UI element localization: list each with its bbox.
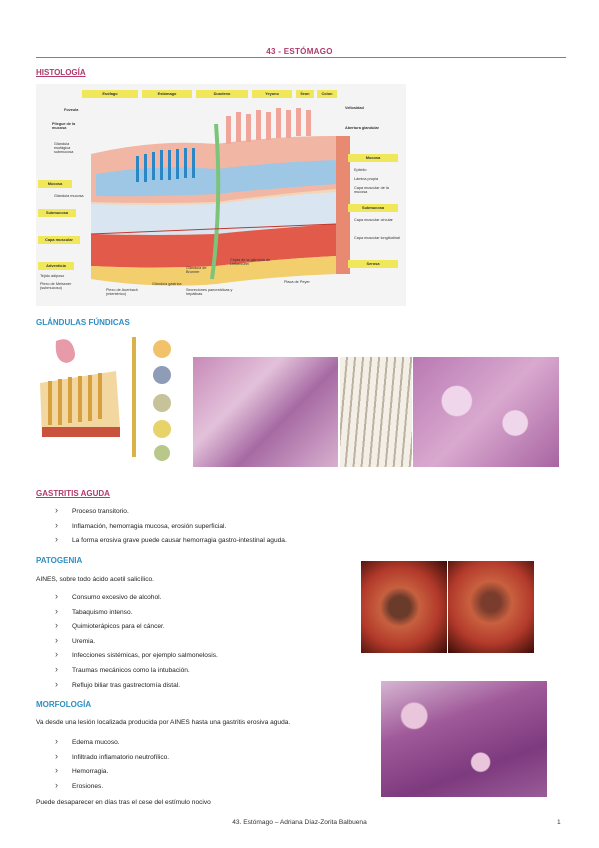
page-footer: 43. Estómago – Adriana Díaz-Zorita Balbu…: [232, 819, 367, 826]
diagram-label: Glándula de Brunner: [186, 266, 207, 274]
diagram-label: Adventicia: [38, 262, 74, 270]
fundic-gland-diagram: [36, 331, 192, 467]
diagram-label: Pliegue de la mucosa: [52, 122, 76, 130]
diagram-label: Submucosa: [348, 204, 398, 212]
diagram-label: Cripta de la glándula de Lieberkühn: [230, 258, 271, 266]
diagram-label: Serosa: [348, 260, 398, 268]
region-label: Íleon: [296, 90, 314, 98]
patogenia-intro: AINES, sobre todo ácido acetil salicílic…: [36, 576, 155, 583]
region-label: Yeyuno: [252, 90, 292, 98]
gi-wall-diagram: Esófago Estómago Duodeno Yeyuno Íleon Co…: [36, 84, 406, 306]
morfologia-heading: MORFOLOGÍA: [36, 700, 92, 709]
diagram-label: Abertura glandular: [345, 126, 379, 130]
diagram-label: Placa de Peyer: [284, 280, 310, 284]
histology-micrograph-3: [381, 681, 547, 797]
diagram-label: Glándula gástrica: [152, 282, 182, 286]
diagram-label: Vellosidad: [345, 106, 364, 110]
diagram-label: Plexo de Auerbach (mientérico): [106, 288, 138, 296]
diagram-label: Submucosa: [38, 209, 76, 217]
gastritis-list: Proceso transitorio. Inflamación, hemorr…: [55, 506, 392, 551]
list-item: Quimioterápicos para el cáncer.: [55, 621, 352, 637]
diagram-label: Capa muscular circular: [354, 218, 393, 222]
list-item: Reflujo biliar tras gastrectomía distal.: [55, 680, 352, 696]
diagram-label: Glándula esofágica submucosa: [54, 142, 74, 154]
gastritis-heading: GASTRITIS AGUDA: [36, 489, 110, 498]
list-item: Uremia.: [55, 636, 352, 652]
diagram-label: Foveola: [64, 108, 79, 112]
histologia-heading: HISTOLOGÍA: [36, 68, 86, 77]
list-item: Traumas mecánicos como la intubación.: [55, 665, 352, 681]
glandulas-heading: GLÁNDULAS FÚNDICAS: [36, 318, 130, 327]
region-label: Colon: [317, 90, 337, 98]
document-title: 43 - ESTÓMAGO: [266, 47, 333, 56]
list-item: Consumo excesivo de alcohol.: [55, 592, 352, 608]
diagram-label: Capa muscular: [38, 236, 80, 244]
page-number: 1: [557, 819, 561, 826]
morfologia-intro: Va desde una lesión localizada producida…: [36, 719, 291, 726]
region-label: Esófago: [82, 90, 138, 98]
gland-drawing: [340, 357, 412, 467]
list-item: Infiltrado inflamatorio neutrofílico.: [55, 752, 312, 768]
list-item: Edema mucoso.: [55, 737, 312, 753]
list-item: La forma erosiva grave puede causar hemo…: [55, 535, 392, 551]
patogenia-list: Consumo excesivo de alcohol. Tabaquismo …: [55, 592, 352, 696]
fundic-gland-illustration: [40, 337, 171, 461]
diagram-label: Capa muscular de la mucosa: [354, 186, 389, 194]
endoscopy-image-1: [361, 561, 447, 653]
region-label: Duodeno: [196, 90, 248, 98]
diagram-label: Glándula mucosa: [54, 194, 84, 198]
endoscopy-image-2: [448, 561, 534, 653]
diagram-label: Secreciones pancreáticas y hepáticas: [186, 288, 233, 296]
gi-wall-illustration: [90, 108, 350, 286]
list-item: Hemorragia.: [55, 766, 312, 782]
diagram-label: Epitelio: [354, 168, 367, 172]
list-item: Tabaquismo intenso.: [55, 607, 352, 623]
list-item: Proceso transitorio.: [55, 506, 392, 522]
diagram-label: Capa muscular longitudinal: [354, 236, 400, 240]
region-label: Estómago: [142, 90, 192, 98]
diagram-label: Mucosa: [38, 180, 72, 188]
morfologia-closing: Puede desaparecer en días tras el cese d…: [36, 799, 211, 806]
patogenia-heading: PATOGENIA: [36, 556, 83, 565]
list-item: Erosiones.: [55, 781, 312, 797]
diagram-label: Mucosa: [348, 154, 398, 162]
morfologia-list: Edema mucoso. Infiltrado inflamatorio ne…: [55, 737, 312, 797]
diagram-label: Plexo de Meissner (submucoso): [40, 282, 72, 290]
diagram-label: Tejido adiposo: [40, 274, 65, 278]
list-item: Inflamación, hemorragia mucosa, erosión …: [55, 521, 392, 537]
histology-micrograph-1: [193, 357, 338, 467]
list-item: Infecciones sistémicas, por ejemplo salm…: [55, 650, 352, 666]
histology-micrograph-2: [413, 357, 559, 467]
diagram-label: Lámina propia: [354, 177, 379, 181]
title-divider: [36, 57, 566, 58]
